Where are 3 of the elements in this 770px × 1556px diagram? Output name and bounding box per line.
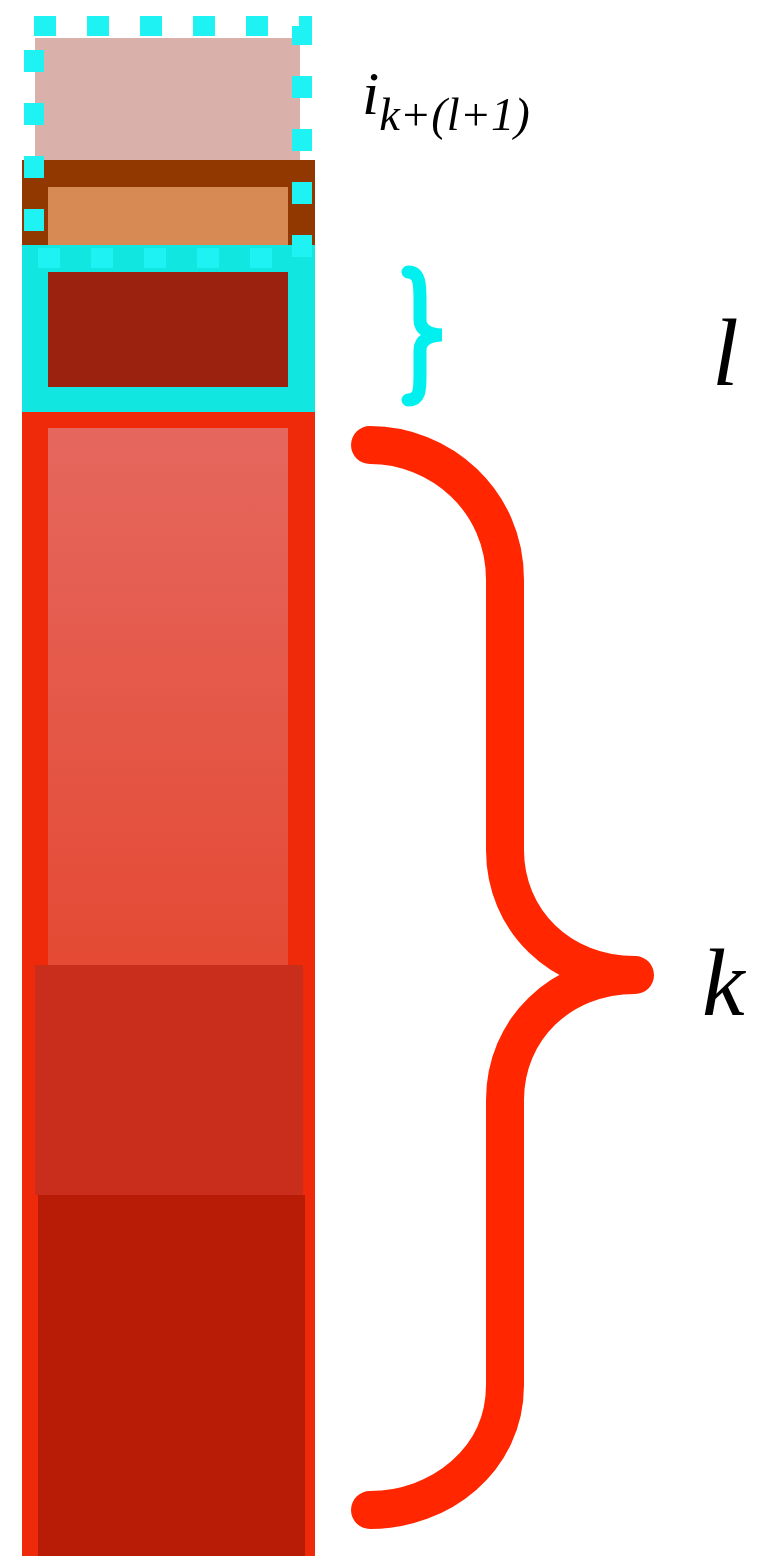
math-label: l — [712, 305, 739, 401]
math-label: k — [702, 935, 745, 1031]
math-label: i$_{k+(l+1)}$ — [362, 62, 530, 139]
